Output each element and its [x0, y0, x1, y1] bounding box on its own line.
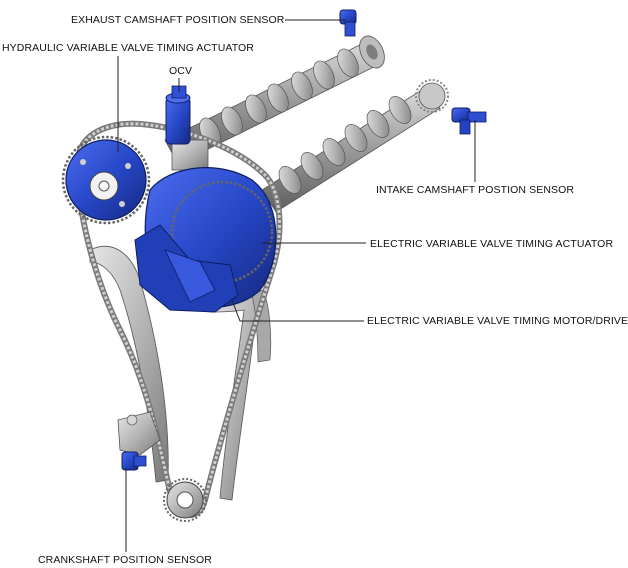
label-crankshaft-sensor: CRANKSHAFT POSITION SENSOR [38, 554, 212, 566]
label-electric-vvt-motor-driver: ELECTRIC VARIABLE VALVE TIMING MOTOR/DRI… [367, 315, 628, 327]
leader-lines [117, 19, 476, 552]
electric-vvt-actuator-shape [134, 167, 277, 313]
label-electric-vvt-actuator: ELECTRIC VARIABLE VALVE TIMING ACTUATOR [370, 238, 614, 250]
crankshaft-sensor-shape [121, 451, 147, 471]
ocv-shape [165, 85, 209, 171]
crankshaft-sprocket [163, 478, 207, 522]
label-ocv: OCV [169, 65, 193, 77]
exhaust-camshaft [164, 35, 385, 165]
label-exhaust-camshaft-sensor: EXHAUST CAMSHAFT POSITION SENSOR [71, 14, 285, 26]
hydraulic-vvt-actuator-shape [61, 135, 151, 225]
intake-camshaft [261, 79, 449, 213]
exhaust-camshaft-sensor-shape [339, 9, 357, 37]
label-hydraulic-vvt-actuator: HYDRAULIC VARIABLE VALVE TIMING ACTUATOR [2, 42, 254, 54]
chain-tensioner [117, 411, 161, 456]
intake-camshaft-sensor-shape [451, 107, 487, 135]
label-intake-camshaft-sensor: INTAKE CAMSHAFT POSTION SENSOR [376, 184, 575, 196]
